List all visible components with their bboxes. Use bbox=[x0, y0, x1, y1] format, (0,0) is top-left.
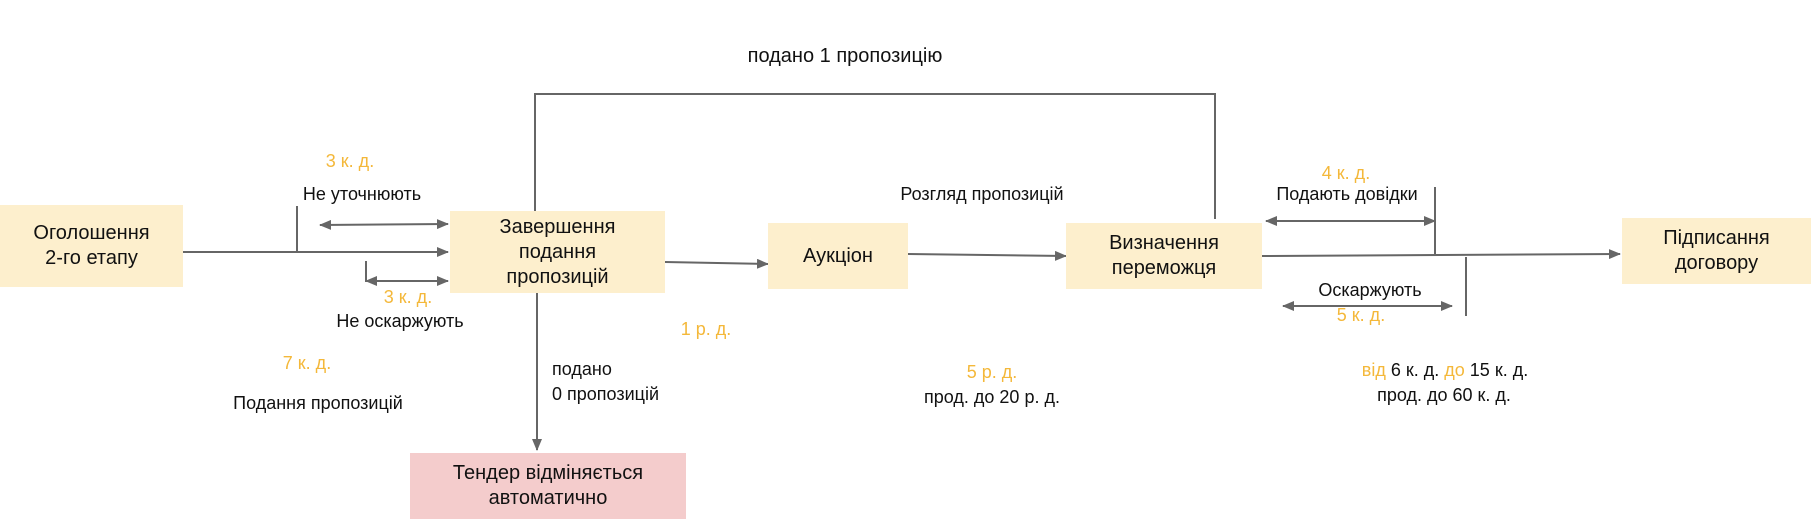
node-contract-signing: Підписання договору bbox=[1622, 218, 1811, 284]
label-appeal-days: 3 к. д. bbox=[383, 287, 433, 307]
label-clarify-days: 3 к. д. bbox=[325, 151, 375, 171]
label-submission-days: 7 к. д. bbox=[282, 353, 332, 373]
arrow-completion-to-auction bbox=[664, 258, 769, 269]
label-auction-days: 1 р. д. bbox=[680, 319, 732, 339]
label-signing-from-value: 6 к. д. bbox=[1385, 360, 1445, 380]
label-signing-extension: прод. до 60 к. д. bbox=[1377, 385, 1511, 405]
label-review: Розгляд пропозицій bbox=[900, 184, 1064, 204]
arrow-winner-to-signing bbox=[1261, 249, 1621, 260]
label-review-days: 5 р. д. bbox=[966, 362, 1018, 382]
label-appeal: Не оскаржують bbox=[336, 311, 464, 331]
label-contest: Оскаржують bbox=[1318, 280, 1422, 300]
label-docs-days: 4 к. д. bbox=[1321, 163, 1371, 183]
label-zero-proposals-1: подано bbox=[552, 359, 612, 379]
label-signing-range: від 6 к. д. до 15 к. д. bbox=[1362, 359, 1528, 381]
label-signing-from: від bbox=[1361, 360, 1386, 380]
label-review-extension: прод. до 20 р. д. bbox=[924, 387, 1060, 407]
node-tender-cancelled: Тендер відміняється автоматично bbox=[410, 453, 686, 519]
label-signing-to: до bbox=[1444, 360, 1465, 380]
arrow-auction-to-winner bbox=[907, 250, 1067, 261]
label-contest-days: 5 к. д. bbox=[1336, 305, 1386, 325]
line-one-proposal-bypass bbox=[534, 93, 1216, 219]
node-submission-completion: Завершення подання пропозицій bbox=[450, 211, 665, 293]
label-docs: Подають довідки bbox=[1276, 184, 1418, 204]
node-auction: Аукціон bbox=[768, 223, 908, 289]
label-submission: Подання пропозицій bbox=[233, 393, 403, 413]
label-zero-proposals-2: 0 пропозицій bbox=[552, 384, 660, 404]
label-signing-to-value: 15 к. д. bbox=[1464, 360, 1529, 380]
double-arrow-clarify bbox=[319, 219, 449, 230]
node-announcement: Оголошення 2-го етапу bbox=[0, 205, 183, 287]
node-winner-determination: Визначення переможця bbox=[1066, 223, 1262, 289]
label-one-proposal: подано 1 пропозицію bbox=[747, 45, 943, 67]
label-clarify: Не уточнюють bbox=[302, 184, 422, 204]
